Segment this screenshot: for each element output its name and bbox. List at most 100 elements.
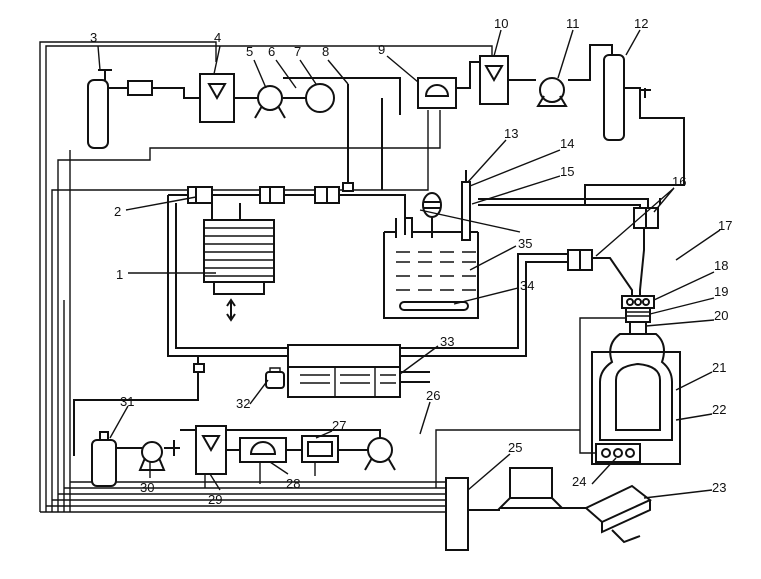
bellows-1 — [203, 203, 275, 322]
svg-text:11: 11 — [566, 16, 580, 31]
label-35: 35 — [518, 236, 532, 251]
label-23: 23 — [712, 480, 726, 495]
label-8: 8 — [322, 44, 329, 59]
label-18: 18 — [714, 258, 728, 273]
valve-2 — [187, 186, 213, 204]
svg-text:30: 30 — [140, 480, 154, 495]
svg-text:13: 13 — [504, 126, 518, 141]
svg-text:25: 25 — [508, 440, 522, 455]
svg-text:15: 15 — [560, 164, 574, 179]
gas-cylinder-12 — [603, 54, 625, 141]
svg-text:2: 2 — [114, 204, 121, 219]
sensor-joint — [193, 363, 205, 373]
svg-text:22: 22 — [712, 402, 726, 417]
stirrer-34 — [399, 301, 469, 311]
computer — [468, 467, 586, 511]
label-6: 6 — [268, 44, 275, 59]
svg-text:24: 24 — [572, 474, 586, 489]
label-34: 34 — [520, 278, 534, 293]
label-20: 20 — [714, 308, 728, 323]
flowmeter-10 — [479, 55, 509, 105]
svg-text:8: 8 — [322, 44, 329, 59]
pump-30 — [138, 441, 166, 471]
flowmeter-4 — [199, 73, 235, 123]
meter-9 — [417, 77, 457, 109]
sensor-box-24 — [595, 443, 641, 463]
svg-text:20: 20 — [714, 308, 728, 323]
label-21: 21 — [712, 360, 726, 375]
label-13: 13 — [504, 126, 518, 141]
svg-text:28: 28 — [286, 476, 300, 491]
svg-text:35: 35 — [518, 236, 532, 251]
svg-text:6: 6 — [268, 44, 275, 59]
pump-26 — [364, 437, 396, 471]
svg-text:7: 7 — [294, 44, 301, 59]
valve-17 — [633, 207, 659, 229]
sensor-wire — [579, 317, 626, 454]
svg-text:34: 34 — [520, 278, 534, 293]
label-4: 4 — [214, 30, 221, 45]
svg-text:10: 10 — [494, 16, 508, 31]
label-2: 2 — [114, 204, 121, 219]
svg-text:18: 18 — [714, 258, 728, 273]
label-33: 33 — [440, 334, 454, 349]
label-27: 27 — [332, 418, 346, 433]
signal-cables — [39, 41, 493, 513]
label-16: 16 — [672, 174, 686, 189]
data-acquisition-box-25 — [445, 477, 469, 551]
gas-cylinder-3 — [87, 69, 112, 149]
leader-lines — [97, 29, 721, 499]
label-15: 15 — [560, 164, 574, 179]
svg-text:1: 1 — [116, 267, 123, 282]
svg-text:3: 3 — [90, 30, 97, 45]
svg-text:26: 26 — [426, 388, 440, 403]
gas-supply-line — [108, 77, 401, 190]
label-30: 30 — [140, 480, 154, 495]
label-31: 31 — [120, 394, 134, 409]
svg-text:32: 32 — [236, 396, 250, 411]
sensor-wire-2 — [435, 429, 580, 488]
test-object-21 — [599, 333, 673, 441]
water-bath-35 — [383, 217, 479, 319]
label-3: 3 — [90, 30, 97, 45]
valve-mid — [259, 186, 285, 204]
svg-text:4: 4 — [214, 30, 221, 45]
thermometer-14 — [461, 170, 471, 241]
svg-text:5: 5 — [246, 44, 253, 59]
svg-text:9: 9 — [378, 42, 385, 57]
svg-text:23: 23 — [712, 480, 726, 495]
label-7: 7 — [294, 44, 301, 59]
neck-20 — [629, 321, 647, 335]
pump-11 — [536, 77, 568, 107]
valve-16 — [567, 249, 593, 271]
svg-text:33: 33 — [440, 334, 454, 349]
label-19: 19 — [714, 284, 728, 299]
valve-6 — [314, 186, 340, 204]
label-11: 11 — [566, 16, 580, 31]
sensor-8 — [342, 182, 354, 192]
filter-27 — [301, 435, 339, 463]
flowmeter-29 — [195, 425, 227, 475]
label-24: 24 — [572, 474, 586, 489]
heat-exchanger-33 — [287, 344, 401, 398]
label-32: 32 — [236, 396, 250, 411]
label-17: 17 — [718, 218, 732, 233]
label-28: 28 — [286, 476, 300, 491]
svg-text:17: 17 — [718, 218, 732, 233]
svg-text:16: 16 — [672, 174, 686, 189]
label-12: 12 — [634, 16, 648, 31]
gas-cylinder-31 — [91, 431, 117, 487]
gauge-7 — [305, 83, 335, 113]
printer-23 — [584, 484, 652, 544]
pump-5 — [254, 85, 286, 119]
connector-18 — [621, 295, 655, 309]
svg-text:14: 14 — [560, 136, 574, 151]
label-26: 26 — [426, 388, 440, 403]
pressure-regulator — [127, 80, 153, 96]
label-5: 5 — [246, 44, 253, 59]
exhaust-line — [73, 372, 381, 456]
label-9: 9 — [378, 42, 385, 57]
label-22: 22 — [712, 402, 726, 417]
label-29: 29 — [208, 492, 222, 507]
